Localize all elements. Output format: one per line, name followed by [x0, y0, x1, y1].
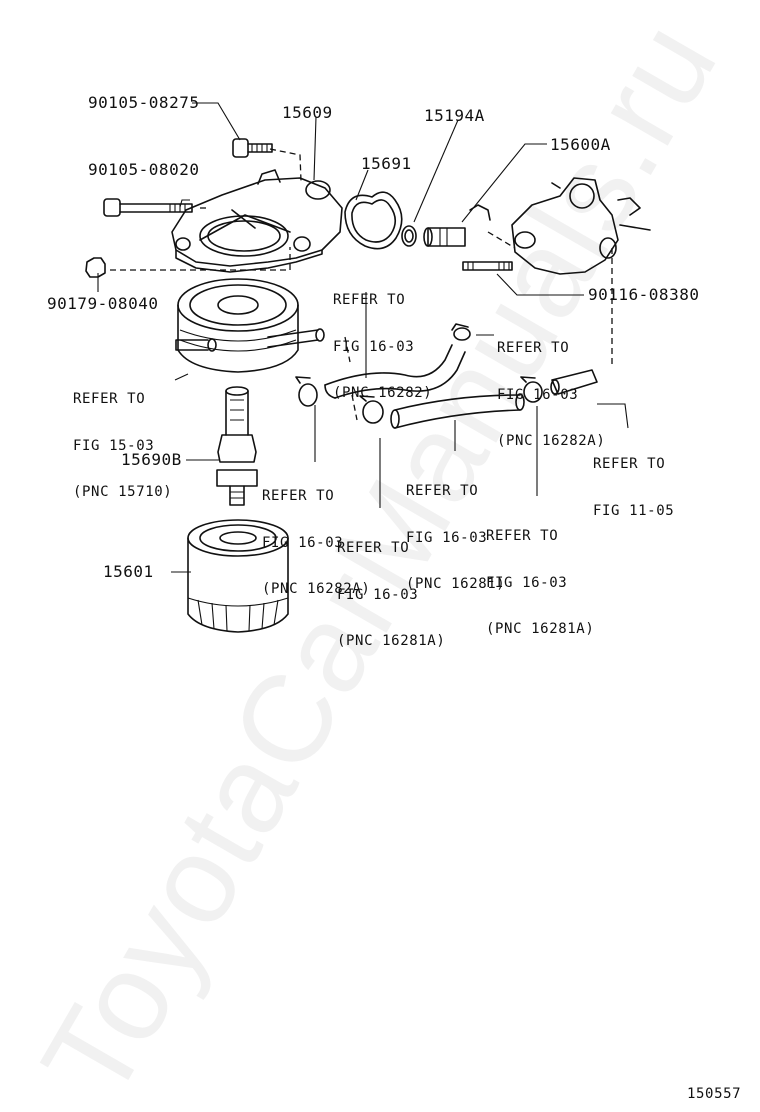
- ref-line: REFER TO: [497, 340, 570, 356]
- ref-line: REFER TO: [406, 483, 479, 499]
- bolt-90105-08020: [103, 198, 193, 217]
- part-number-90105-08020[interactable]: 90105-08020: [88, 160, 200, 179]
- part-number-15691[interactable]: 15691: [361, 154, 412, 173]
- assembly-dashes: [110, 148, 613, 421]
- ref-line: FIG 16-03: [333, 338, 415, 355]
- ref-line: FIG 16-03: [497, 386, 579, 403]
- ref-line: REFER TO: [486, 528, 559, 544]
- part-number-90179-08040[interactable]: 90179-08040: [47, 294, 159, 313]
- ref-line: REFER TO: [262, 488, 335, 504]
- stud-90116-08380: [462, 261, 513, 271]
- hose-fitting: [550, 369, 598, 395]
- ref-callout-16281A-right[interactable]: REFER TO FIG 16-03 (PNC 16281A): [486, 498, 594, 669]
- ref-callout-1105[interactable]: REFER TO FIG 11-05: [593, 426, 674, 550]
- ref-callout-16282[interactable]: REFER TO FIG 16-03 (PNC 16282): [333, 262, 432, 433]
- union-15600A: [423, 227, 466, 247]
- plug-90179-08040: [85, 257, 106, 278]
- ref-line: REFER TO: [337, 540, 410, 556]
- ref-callout-16282A-top[interactable]: REFER TO FIG 16-03 (PNC 16282A): [497, 310, 605, 481]
- part-number-15601[interactable]: 15601: [103, 562, 154, 581]
- ref-line: REFER TO: [593, 456, 666, 472]
- ref-line: FIG 11-05: [593, 502, 675, 519]
- part-number-90116-08380[interactable]: 90116-08380: [588, 285, 700, 304]
- ref-callout-16281A-left[interactable]: REFER TO FIG 16-03 (PNC 16281A): [337, 510, 445, 681]
- diagram-id: 150557: [687, 1086, 742, 1102]
- ref-line: (PNC 16282A): [497, 433, 606, 449]
- o-ring-15194A: [401, 225, 417, 247]
- ref-line: FIG 16-03: [262, 534, 344, 551]
- part-number-15194A[interactable]: 15194A: [424, 106, 485, 125]
- part-number-15690B[interactable]: 15690B: [121, 450, 182, 469]
- ref-line: FIG 16-03: [406, 529, 488, 546]
- ref-line: REFER TO: [333, 292, 406, 308]
- ref-line: (PNC 16281): [406, 576, 506, 592]
- oil-cooler-cover-15609: [171, 169, 343, 273]
- ref-line: (PNC 16282): [333, 385, 433, 401]
- ref-callout-16281[interactable]: REFER TO FIG 16-03 (PNC 16281): [406, 453, 505, 624]
- ref-line: REFER TO: [73, 391, 146, 407]
- ref-line: (PNC 16281A): [486, 621, 595, 637]
- ref-line: (PNC 16282A): [262, 581, 371, 597]
- relief-valve-15690B: [216, 386, 258, 506]
- part-number-90105-08275[interactable]: 90105-08275: [88, 93, 200, 112]
- leader-lines: [97, 102, 629, 573]
- hose-clamps: [295, 323, 543, 424]
- ref-line: (PNC 16281A): [337, 633, 446, 649]
- ref-callout-15710[interactable]: REFER TO FIG 15-03 (PNC 15710): [73, 361, 172, 532]
- ref-line: FIG 15-03: [73, 437, 155, 454]
- ref-line: (PNC 15710): [73, 484, 173, 500]
- oil-cooler: [175, 278, 325, 373]
- hose-16281: [390, 393, 525, 429]
- part-number-15600A[interactable]: 15600A: [550, 135, 611, 154]
- ref-line: FIG 16-03: [486, 574, 568, 591]
- ref-line: FIG 16-03: [337, 586, 419, 603]
- gasket-15691: [344, 191, 403, 250]
- bolt-90105-08275: [232, 138, 273, 158]
- engine-housing: [469, 177, 651, 275]
- ref-callout-16282A-mid[interactable]: REFER TO FIG 16-03 (PNC 16282A): [262, 458, 370, 629]
- part-number-15609[interactable]: 15609: [282, 103, 333, 122]
- oil-filter-15601: [187, 519, 289, 633]
- hose-16282: [324, 344, 466, 399]
